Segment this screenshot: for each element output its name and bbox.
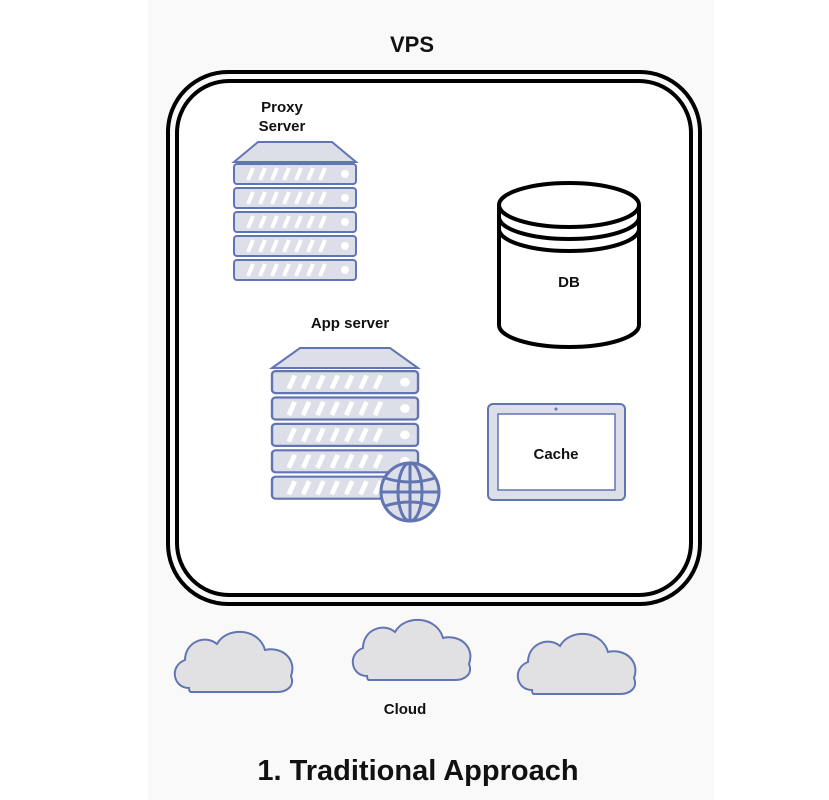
db-label: DB: [558, 274, 580, 291]
cloud-icon-left: [173, 630, 294, 693]
proxy-server-label-line2: Server: [259, 118, 306, 135]
cache-icon: [487, 403, 626, 501]
cache-label: Cache: [533, 446, 578, 463]
proxy-server-icon: [231, 141, 359, 282]
approach-title: 1. Traditional Approach: [257, 755, 578, 787]
globe-icon: [379, 461, 441, 523]
database-icon: [497, 181, 641, 349]
cloud-icon-right: [516, 632, 637, 695]
cloud-label: Cloud: [384, 701, 427, 718]
app-server-label: App server: [311, 315, 390, 332]
app-server-icon: [268, 347, 422, 499]
cloud-icon-center: [351, 618, 472, 681]
vps-title: VPS: [390, 32, 434, 57]
proxy-server-label: Proxy: [261, 99, 303, 116]
